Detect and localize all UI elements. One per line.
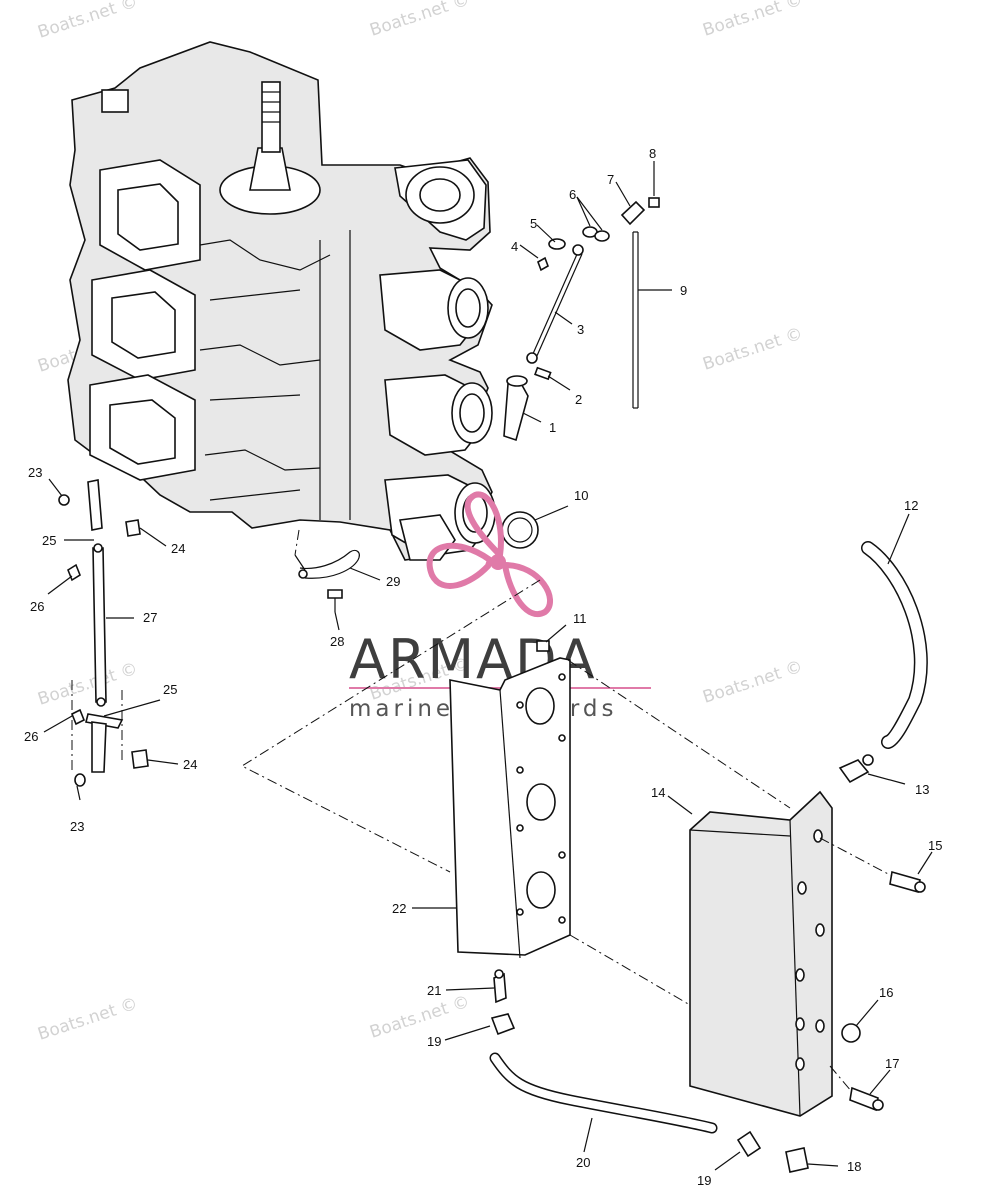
callout-28: 28 — [330, 634, 344, 649]
callout-19: 19 — [697, 1173, 711, 1188]
watermark: Boats.net © — [35, 0, 140, 43]
alignment-lines — [240, 529, 893, 1093]
small-fittings — [490, 640, 926, 1173]
callout-25: 25 — [42, 533, 56, 548]
callout-labels: 1 2 3 4 5 6 7 8 9 10 11 12 13 14 15 16 1… — [24, 146, 942, 1188]
callout-17: 17 — [885, 1056, 899, 1071]
linkage-assembly — [58, 479, 149, 787]
callout-2: 2 — [575, 392, 582, 407]
upper-fasteners — [503, 197, 660, 442]
callout-24: 24 — [183, 757, 197, 772]
callout-26: 26 — [30, 599, 44, 614]
propeller-blade-icon — [426, 542, 494, 589]
callout-12: 12 — [904, 498, 918, 513]
intake-ports — [379, 269, 496, 561]
callout-21: 21 — [427, 983, 441, 998]
callout-7: 7 — [607, 172, 614, 187]
watermark: Boats.net © — [367, 0, 472, 41]
watermark: Boats.net © — [367, 992, 472, 1043]
propeller-blade-icon — [464, 491, 504, 562]
part-29-28 — [294, 549, 360, 612]
watermark: Boats.net © — [700, 324, 805, 375]
callout-26: 26 — [24, 729, 38, 744]
callout-29: 29 — [386, 574, 400, 589]
callout-4: 4 — [511, 239, 518, 254]
callout-18: 18 — [847, 1159, 861, 1174]
part-20-hose — [489, 1052, 718, 1134]
watermark: Boats.net © — [700, 0, 805, 41]
callout-19: 19 — [427, 1034, 441, 1049]
propeller-hub-icon — [490, 554, 506, 570]
callout-22: 22 — [392, 901, 406, 916]
callout-25: 25 — [163, 682, 177, 697]
callout-16: 16 — [879, 985, 893, 1000]
callout-3: 3 — [577, 322, 584, 337]
callout-6: 6 — [569, 187, 576, 202]
watermark: Boats.net © — [35, 659, 140, 710]
callout-27: 27 — [143, 610, 157, 625]
callout-11: 11 — [573, 611, 587, 626]
part-12-hose — [838, 541, 928, 784]
propeller-blade-icon — [501, 561, 553, 617]
watermark: Boats.net © — [700, 657, 805, 708]
callout-20: 20 — [576, 1155, 590, 1170]
part-10-gasket — [501, 505, 569, 549]
callout-15: 15 — [928, 838, 942, 853]
callout-9: 9 — [680, 283, 687, 298]
callout-24: 24 — [171, 541, 185, 556]
callout-1: 1 — [549, 420, 556, 435]
part-22-cover-plate — [449, 657, 571, 959]
callout-13: 13 — [915, 782, 929, 797]
part-14-outer-cover — [689, 790, 833, 1117]
watermark: Boats.net © — [35, 994, 140, 1045]
callout-8: 8 — [649, 146, 656, 161]
callout-23: 23 — [70, 819, 84, 834]
callout-14: 14 — [651, 785, 665, 800]
callout-5: 5 — [530, 216, 537, 231]
callout-23: 23 — [28, 465, 42, 480]
leader-lines — [43, 161, 933, 1171]
engine-block — [67, 41, 493, 561]
callout-10: 10 — [574, 488, 588, 503]
